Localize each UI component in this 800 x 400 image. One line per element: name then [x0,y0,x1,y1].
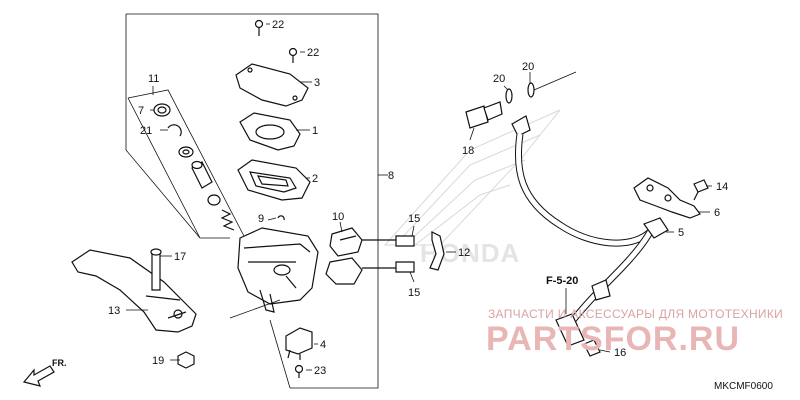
callout-15-upper: 15 [408,213,420,225]
cap-screw-lower [288,47,298,63]
sealing-washer-right [527,82,535,98]
piston [191,160,213,189]
callout-16: 16 [614,347,626,359]
callout-9: 9 [258,213,264,225]
callout-15-lower: 15 [408,287,420,299]
assembly-bracket-8 [125,13,388,389]
pivot-bolt [150,248,162,291]
front-arrow: FR. [22,358,67,387]
switch-screw [294,364,304,378]
callout-20-left: 20 [493,73,505,85]
callout-19: 19 [152,355,164,367]
callout-8: 8 [388,170,394,182]
washer-seal [178,146,194,158]
return-spring [220,209,235,231]
callout-13: 13 [108,305,120,317]
leader-lines [126,23,712,371]
callout-3: 3 [314,77,320,89]
callout-22-upper: 22 [272,19,284,31]
hose-guide [633,177,701,219]
guide-bolt [693,179,709,201]
callout-7: 7 [138,105,144,117]
clamp-bolt-upper [362,235,415,247]
watermark-brand: PARTSFOR.RU [486,320,740,358]
sealing-washer-left [505,88,513,104]
callout-23: 23 [314,365,326,377]
reservoir-cap [235,63,309,107]
dust-seal-9 [277,215,285,221]
cup-seal [207,194,221,206]
pivot-nut [177,351,195,369]
callout-12: 12 [458,247,470,259]
reference-code: F-5-20 [546,275,578,287]
callout-6: 6 [714,207,720,219]
callout-22-lower: 22 [307,47,319,59]
callout-17: 17 [174,251,186,263]
hose-bolt [583,339,601,357]
callout-5: 5 [678,227,684,239]
assembly-bracket-11 [127,86,246,239]
brake-hose [511,115,669,347]
callout-20-right: 20 [522,61,534,73]
diaphragm [237,159,311,201]
banjo-bolt [465,101,503,129]
handlebar-clamp [325,227,363,285]
drawing-code: MKCMF0600 [714,381,773,392]
front-arrow-label: FR. [52,358,67,368]
brake-lever [71,249,197,333]
callout-21: 21 [140,125,152,137]
hose-clip [429,231,445,271]
diaphragm-plate [239,112,301,151]
callout-10: 10 [332,211,344,223]
watermark-tagline: ЗАПЧАСТИ И АКСЕССУАРЫ ДЛЯ МОТОТЕХНИКИ [488,307,783,321]
callout-18: 18 [462,145,474,157]
boot-seal [153,103,171,117]
callout-1: 1 [312,125,318,137]
callout-4: 4 [320,339,326,351]
clamp-bolt-lower [362,261,415,273]
brake-light-switch [285,327,313,360]
callout-11: 11 [148,73,159,85]
callout-14: 14 [716,181,728,193]
master-cylinder-body [237,227,319,313]
cap-screw-upper [254,19,264,36]
callout-2: 2 [312,173,318,185]
snap-ring [167,124,182,137]
